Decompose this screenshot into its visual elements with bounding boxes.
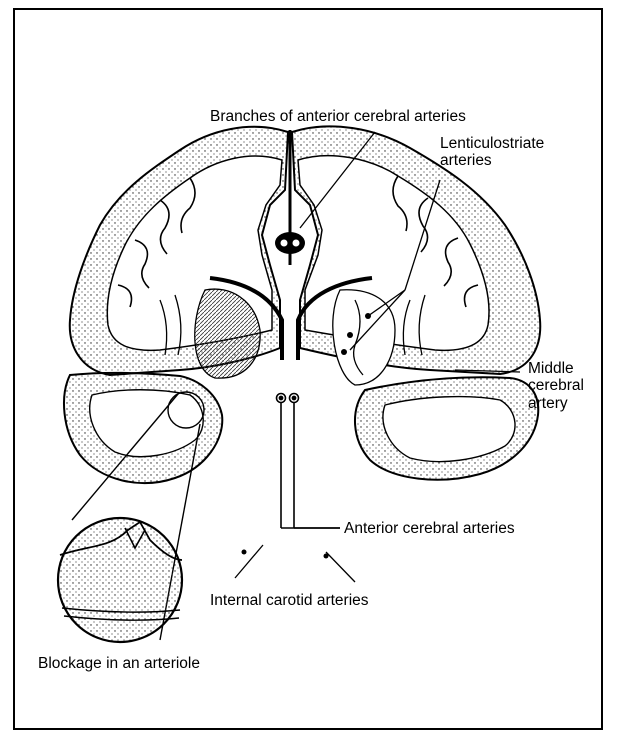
label-lenticulostriate-line1: Lenticulostriate (440, 135, 544, 153)
label-middle-cerebral-line1: Middle (528, 360, 574, 378)
label-middle-cerebral-line3: artery (528, 395, 568, 413)
label-internal-carotid: Internal carotid arteries (210, 592, 369, 610)
label-lenticulostriate-line2: arteries (440, 152, 492, 170)
temporal-white-matter (90, 390, 515, 462)
label-anterior-branches: Branches of anterior cerebral arteries (210, 108, 466, 126)
anterior-branch-vessels (275, 232, 305, 254)
label-middle-cerebral-line2: cerebral (528, 377, 584, 395)
label-blockage: Blockage in an arteriole (38, 655, 200, 673)
carotid-vessels (277, 394, 341, 529)
label-anterior-cerebral: Anterior cerebral arteries (344, 520, 515, 538)
